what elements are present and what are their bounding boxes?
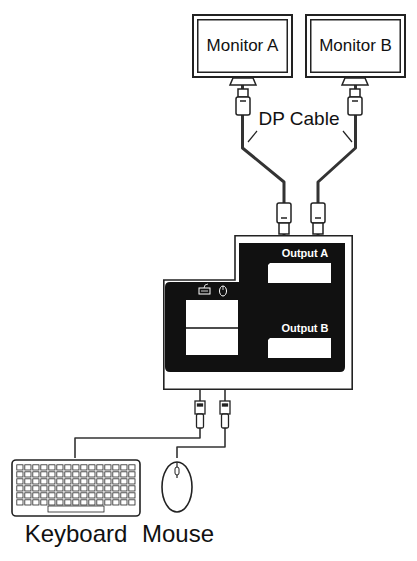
- leader-line: [343, 131, 352, 142]
- keyboard-spacebar: [48, 506, 104, 512]
- monitor-stand: [342, 78, 368, 85]
- keyboard: Keyboard: [10, 458, 142, 550]
- node-label: Monitor A: [207, 36, 279, 56]
- keyboard-body: [12, 460, 140, 516]
- node-label: Keyboard: [25, 520, 128, 548]
- mouse-body: [162, 462, 192, 512]
- usb-plug: [220, 401, 230, 428]
- monitor-stand: [230, 78, 256, 85]
- monitor-screen: Monitor B: [305, 14, 406, 78]
- port-label: Output B: [281, 322, 328, 334]
- cable: [177, 390, 225, 458]
- dp-plug: [236, 89, 250, 115]
- dp-plug: [277, 203, 291, 234]
- leader-line: [248, 131, 257, 142]
- usb-plug: [195, 401, 205, 428]
- cable-label: DP Cable: [257, 108, 342, 130]
- dp-plug: [348, 89, 362, 115]
- mouse: Mouse: [138, 458, 218, 550]
- dp-plug: [311, 203, 325, 234]
- mouse-wheel: [175, 467, 179, 475]
- node-label: Mouse: [142, 520, 214, 548]
- keyboard-keys: [16, 464, 136, 506]
- monitor-screen: Monitor A: [192, 14, 293, 78]
- kvm-switch: Output A Output B: [163, 235, 353, 390]
- port-label: Output A: [282, 247, 329, 259]
- node-label: Monitor B: [319, 36, 392, 56]
